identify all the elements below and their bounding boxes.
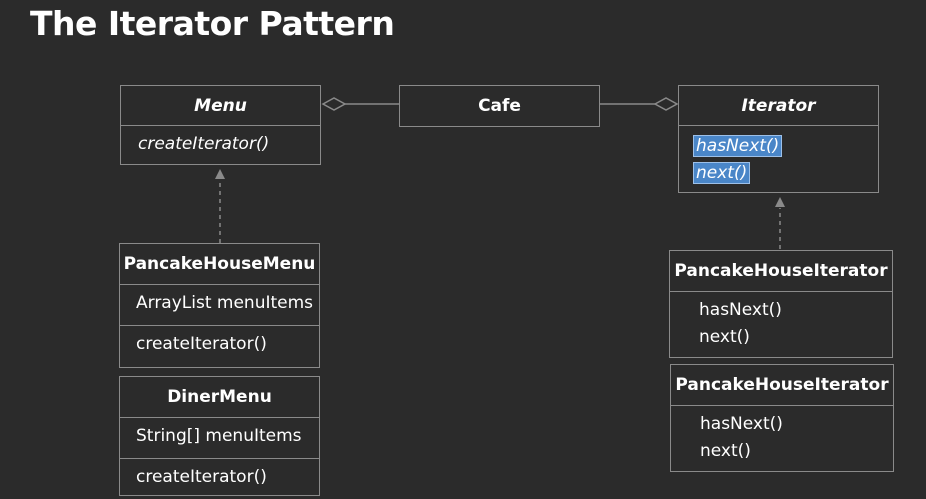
pancake-house-menu-field: ArrayList menuItems xyxy=(136,293,314,313)
pancake-house-iterator-class-box: PancakeHouseIterator hasNext() next() xyxy=(669,250,893,358)
pancake-house-menu-methods: createIterator() xyxy=(120,325,319,366)
diner-menu-fields: String[] menuItems xyxy=(120,417,319,458)
menu-class-box: Menu createIterator() xyxy=(120,85,321,165)
diner-menu-class-name: DinerMenu xyxy=(167,387,272,407)
iterator-class-box: Iterator hasNext() next() xyxy=(678,85,879,193)
diner-menu-field: String[] menuItems xyxy=(136,426,302,446)
pancake-house-iterator-class-name: PancakeHouseIterator xyxy=(674,261,888,281)
slide-title: The Iterator Pattern xyxy=(30,4,395,43)
iterator-class-name: Iterator xyxy=(741,95,816,116)
iterator-aggregation-diamond-icon xyxy=(653,97,679,111)
menu-method: createIterator() xyxy=(138,134,270,154)
pancake-house-iterator-2-methods: hasNext() next() xyxy=(671,405,893,470)
iterator-realization-arrow-icon xyxy=(775,197,785,207)
pancake-house-menu-class-box: PancakeHouseMenu ArrayList menuItems cre… xyxy=(119,243,320,368)
pancake-house-iterator-method-next: next() xyxy=(699,327,750,347)
menu-class-name: Menu xyxy=(194,95,247,116)
menu-realization-arrow-icon xyxy=(215,169,225,179)
menu-aggregation-diamond-icon xyxy=(321,97,347,111)
pancake-house-iterator-2-method-next: next() xyxy=(700,441,751,461)
diner-menu-methods: createIterator() xyxy=(120,458,319,499)
diner-menu-method: createIterator() xyxy=(136,467,267,487)
pancake-house-iterator-2-method-hasnext: hasNext() xyxy=(700,414,783,434)
pancake-house-iterator-2-class-name: PancakeHouseIterator xyxy=(675,375,889,395)
pancake-house-iterator-method-hasnext: hasNext() xyxy=(699,300,782,320)
iterator-methods: hasNext() next() xyxy=(679,125,878,192)
iterator-method-hasnext: hasNext() xyxy=(693,135,783,157)
menu-methods: createIterator() xyxy=(121,125,320,164)
iterator-method-next: next() xyxy=(693,162,751,184)
diner-menu-class-box: DinerMenu String[] menuItems createItera… xyxy=(119,376,320,496)
pancake-house-menu-fields: ArrayList menuItems xyxy=(120,284,319,325)
pancake-house-menu-class-name: PancakeHouseMenu xyxy=(123,254,316,274)
connectors xyxy=(215,97,785,249)
pancake-house-iterator-methods: hasNext() next() xyxy=(670,291,892,356)
cafe-class-box: Cafe xyxy=(399,85,600,127)
cafe-class-name: Cafe xyxy=(478,95,521,116)
pancake-house-menu-method: createIterator() xyxy=(136,334,267,354)
pancake-house-iterator-2-class-box: PancakeHouseIterator hasNext() next() xyxy=(670,364,894,472)
